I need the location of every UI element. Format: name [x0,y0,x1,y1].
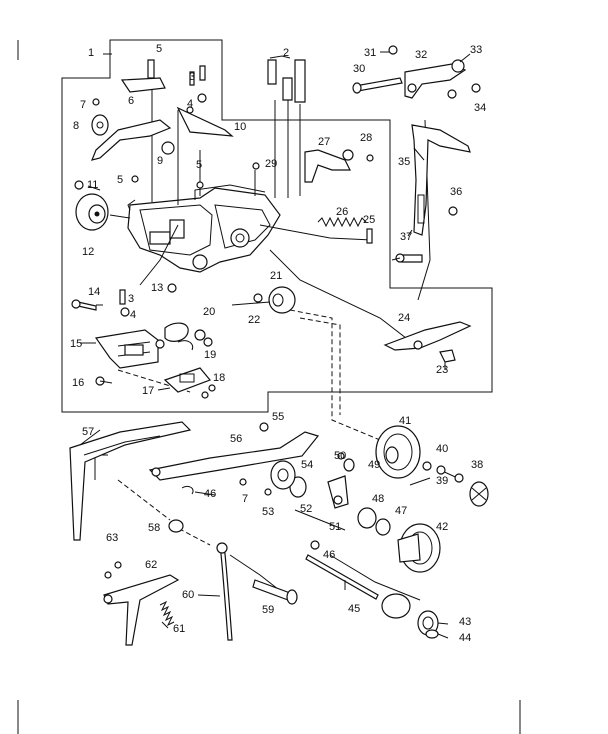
label-36: 36 [450,186,462,198]
leader-lines [79,51,471,639]
label-57: 57 [82,426,94,438]
label-51: 51 [329,521,341,533]
label-22: 22 [248,314,260,326]
label-35: 35 [398,156,410,168]
label-3a: 3 [189,71,195,83]
label-3b: 3 [128,293,134,305]
label-62: 62 [145,559,157,571]
label-11: 11 [87,179,98,191]
label-41: 41 [399,415,411,427]
label-28: 28 [360,132,372,144]
screws [74,45,481,579]
label-29: 29 [265,158,277,170]
label-42: 42 [436,521,448,533]
label-24: 24 [398,312,410,324]
label-15: 15 [70,338,82,350]
label-14: 14 [88,286,100,298]
label-56: 56 [230,433,242,445]
label-34: 34 [474,102,486,114]
label-32: 32 [415,49,427,61]
label-40: 40 [436,443,448,455]
center-lower-parts [148,431,391,536]
bracket-27 [304,149,374,183]
label-4a: 4 [187,98,193,110]
lever-57 [69,421,192,541]
bracket-15 [94,329,165,369]
assembly-frame-outline [61,39,493,413]
scan-edge-marks [17,40,521,734]
label-5c: 5 [117,174,123,186]
label-7b: 7 [242,493,248,505]
label-6: 6 [128,95,134,107]
label-59: 59 [262,604,274,616]
lower-left-assembly [103,542,298,646]
parts-17-20 [163,322,216,399]
label-46a: 46 [204,488,216,500]
label-10: 10 [234,121,246,133]
gears-lower-right [375,425,489,639]
label-18: 18 [213,372,225,384]
label-30: 30 [353,63,365,75]
label-17: 17 [142,385,154,397]
upper-left-parts [75,77,234,231]
label-1: 1 [88,47,94,59]
label-38: 38 [471,459,483,471]
label-27: 27 [318,136,330,148]
label-13: 13 [151,282,163,294]
label-5b: 5 [196,159,202,171]
label-44: 44 [459,632,471,644]
label-39: 39 [436,475,448,487]
label-7a: 7 [80,99,86,111]
label-2: 2 [283,47,289,59]
label-21: 21 [270,270,282,282]
label-31: 31 [364,47,376,59]
label-58: 58 [148,522,160,534]
label-50: 50 [334,450,346,462]
spring-26 [317,216,367,228]
label-60: 60 [182,589,194,601]
label-16: 16 [72,377,84,389]
shaft-14 [71,299,97,311]
label-52: 52 [300,503,312,515]
label-47: 47 [395,505,407,517]
label-9: 9 [157,155,163,167]
lever-24 [383,321,472,363]
label-25: 25 [363,214,375,226]
shaft-45 [305,540,411,619]
label-5a: 5 [156,43,162,55]
label-12: 12 [82,246,94,258]
label-53: 53 [262,506,274,518]
label-61: 61 [173,623,185,635]
label-19: 19 [204,349,216,361]
label-26: 26 [336,206,348,218]
label-20: 20 [203,306,215,318]
label-46b: 46 [323,549,335,561]
label-43: 43 [459,616,471,628]
label-48: 48 [372,493,384,505]
collar-21 [268,286,296,314]
part-number-labels: 1 2 3 3 4 4 5 5 5 6 7 7 8 9 10 11 12 13 … [70,43,486,644]
label-45: 45 [348,603,360,615]
top-right-assembly [352,59,471,263]
main-casting [127,184,281,273]
label-23: 23 [436,364,448,376]
label-49: 49 [368,459,380,471]
label-54: 54 [301,459,313,471]
label-63: 63 [106,532,118,544]
label-33: 33 [470,44,482,56]
label-55: 55 [272,411,284,423]
label-37: 37 [400,231,412,243]
label-4b: 4 [130,309,136,321]
label-8: 8 [73,120,79,132]
